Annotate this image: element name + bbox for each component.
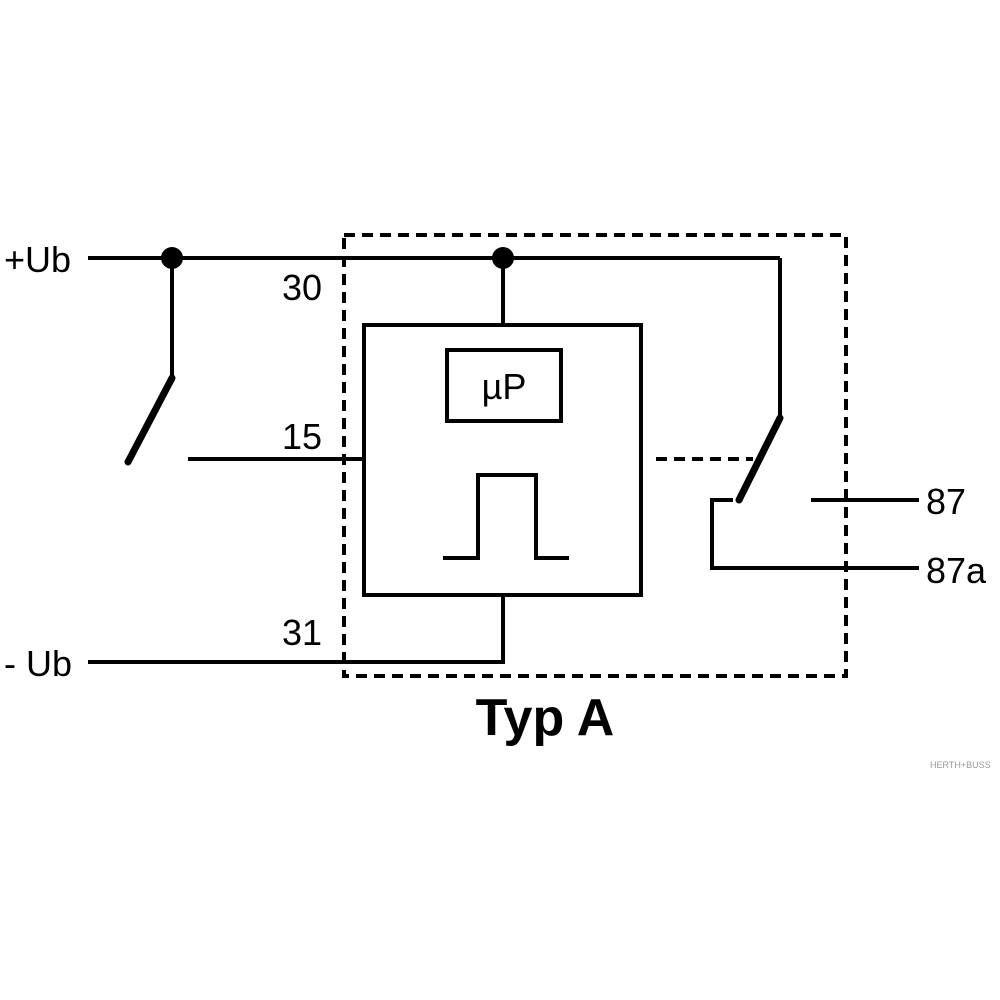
terminal-87a-wire: [710, 498, 919, 570]
pulse-waveform-symbol: [443, 473, 569, 560]
diagram-caption: Typ A: [476, 689, 615, 747]
terminal-30-label: 30: [282, 267, 322, 308]
relay-housing-dashed-border: [342, 233, 848, 678]
terminal-87a-label: 87a: [926, 550, 987, 591]
terminal-31-label: 31: [282, 612, 322, 653]
microprocessor-box: [445, 348, 563, 423]
terminal-15-label: 15: [282, 416, 322, 457]
relay-contact-blade: [735, 414, 784, 504]
ground-wire: [88, 595, 505, 664]
negative-supply-label: - Ub: [4, 643, 72, 684]
brand-watermark: HERTH+BUSS: [930, 760, 991, 770]
microprocessor-label: µP: [482, 366, 527, 407]
ignition-switch-blade: [124, 374, 176, 466]
positive-supply-label: +Ub: [4, 239, 71, 280]
terminal-87-label: 87: [926, 481, 966, 522]
